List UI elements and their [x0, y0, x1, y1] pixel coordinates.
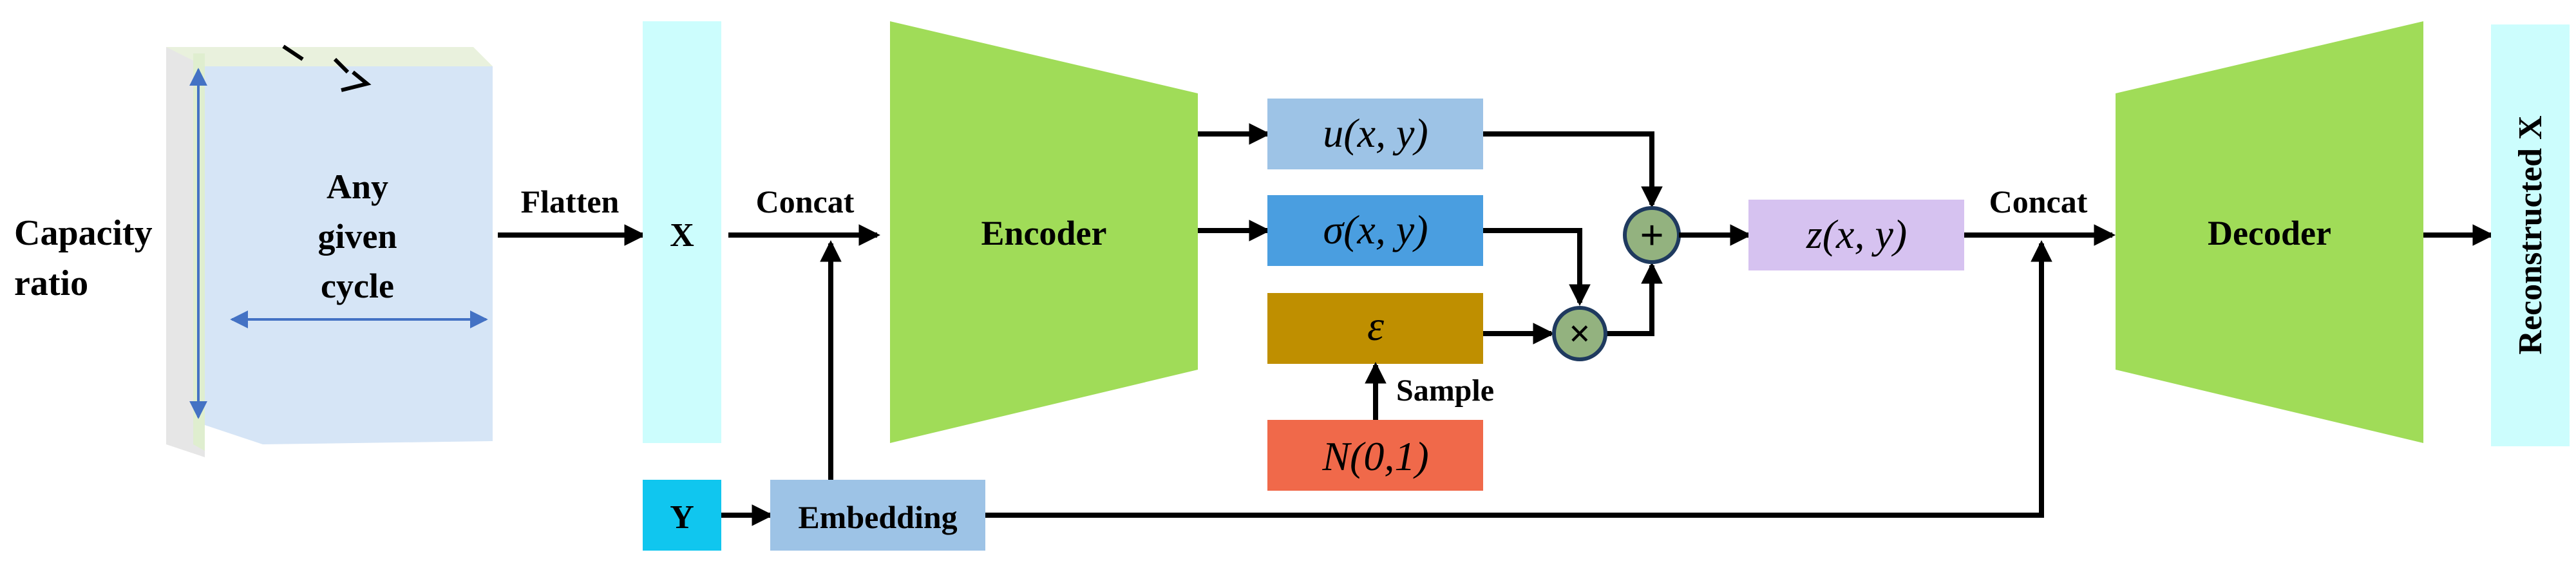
mu-label: u(x, y) — [1323, 110, 1428, 156]
epsilon-box — [1267, 293, 1483, 364]
encoder-block — [890, 21, 1198, 443]
cube-text-line3: cycle — [321, 267, 394, 305]
mu-to-plus-connector — [1483, 131, 1663, 209]
reconstructed-x-label: Reconstructed X — [2512, 115, 2549, 354]
capacity-ratio-label-line2: ratio — [14, 263, 88, 303]
sigma-to-times-connector — [1483, 228, 1591, 307]
concat-label-1: Concat — [756, 184, 855, 220]
z-label: z(x, y) — [1806, 211, 1907, 257]
cube-corner-mark — [282, 44, 372, 92]
embedding-label: Embedding — [798, 499, 957, 535]
flatten-label: Flatten — [521, 184, 620, 220]
embedding-box — [770, 480, 985, 551]
y-label: Y — [670, 499, 694, 536]
y-box — [643, 480, 721, 551]
cube-back-layer — [166, 47, 493, 66]
normal-distribution-label: N(0,1) — [1321, 433, 1428, 479]
sample-label: Sample — [1396, 374, 1494, 408]
embedding-to-decoder-connector — [985, 240, 2052, 518]
epsilon-label: ε — [1367, 303, 1384, 350]
plus-symbol: + — [1640, 212, 1664, 259]
sigma-box — [1267, 195, 1483, 266]
decoder-block — [2116, 21, 2423, 443]
decoder-label: Decoder — [2208, 214, 2331, 252]
normal-distribution-box — [1267, 420, 1483, 491]
x-label: X — [670, 217, 694, 254]
x-vector-bar — [643, 21, 721, 443]
reconstructed-x-bar — [2491, 24, 2570, 446]
cube-text-line2: given — [317, 217, 397, 256]
encoder-label: Encoder — [981, 214, 1107, 252]
concat-label-2: Concat — [1989, 184, 2088, 220]
sigma-label: σ(x, y) — [1323, 207, 1428, 252]
mu-box — [1267, 99, 1483, 169]
times-to-plus-connector — [1607, 261, 1663, 336]
capacity-ratio-label-line1: Capacity — [14, 213, 153, 253]
cube-front-face — [205, 66, 493, 444]
cube-text-line1: Any — [327, 167, 388, 206]
input-data-cube: Any given cycle — [166, 44, 493, 457]
z-box — [1748, 200, 1964, 270]
times-operator — [1552, 306, 1607, 361]
times-symbol: × — [1569, 312, 1591, 355]
